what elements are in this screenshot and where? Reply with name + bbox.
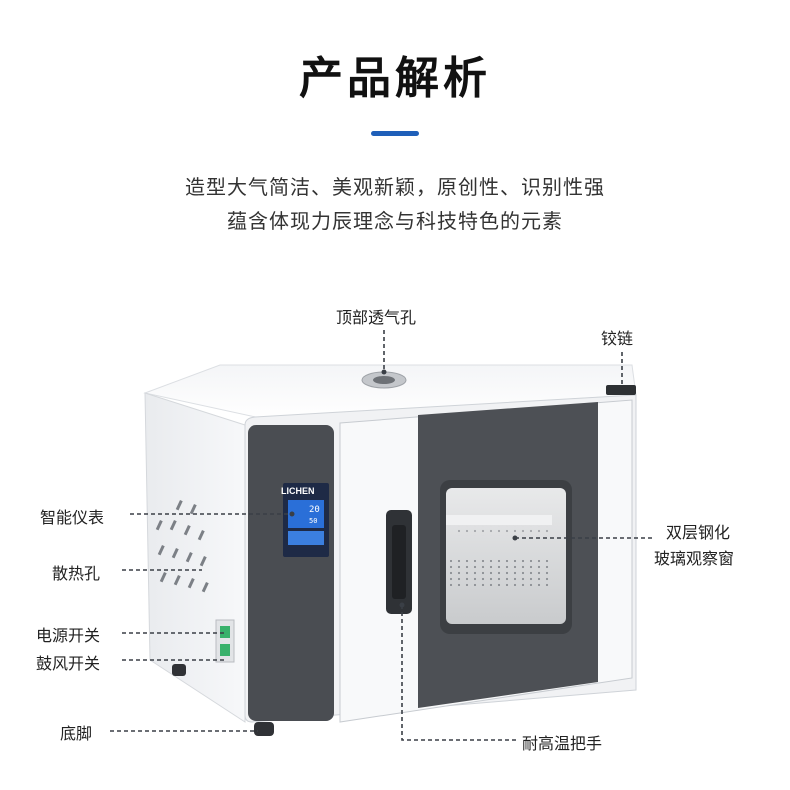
side-vent-slots xyxy=(155,499,209,593)
label-power-switch: 电源开关 xyxy=(36,626,101,645)
meter-reading-bottom: 50 xyxy=(309,517,317,525)
page-title: 产品解析 xyxy=(299,53,491,104)
label-top-vent: 顶部透气孔 xyxy=(336,308,417,327)
window-glass xyxy=(446,488,566,624)
label-window-line-1: 双层钢化 xyxy=(666,523,731,542)
oven-side-panel xyxy=(144,392,246,723)
meter-reading-top: 20 xyxy=(309,505,320,515)
meter-buttons xyxy=(288,531,324,545)
blower-switch-button xyxy=(220,644,230,656)
label-hinge: 铰链 xyxy=(601,329,634,348)
subtitle-line-2: 蕴含体现力辰理念与科技特色的元素 xyxy=(227,209,563,233)
label-feet: 底脚 xyxy=(60,724,93,743)
label-smart-meter: 智能仪表 xyxy=(40,508,105,527)
label-window-line-2: 玻璃观察窗 xyxy=(654,549,735,568)
label-handle: 耐高温把手 xyxy=(522,734,603,753)
subtitle-line-1: 造型大气简洁、美观新颖，原创性、识别性强 xyxy=(185,175,605,199)
callout-handle-line xyxy=(401,605,518,741)
label-heat-vents: 散热孔 xyxy=(52,564,101,583)
door-handle-grip xyxy=(392,525,406,599)
shelf-upper xyxy=(446,515,552,525)
hinge xyxy=(606,385,636,395)
power-switch-button xyxy=(220,626,230,638)
title-accent-bar xyxy=(371,131,419,136)
label-blower-switch: 鼓风开关 xyxy=(36,654,101,673)
shelf-lower xyxy=(448,560,552,586)
brand-logo: LICHEN xyxy=(281,486,315,496)
oven-top-surface xyxy=(143,364,637,419)
foot-front-left xyxy=(254,722,274,736)
foot-side xyxy=(172,664,186,676)
shelf-upper-holes xyxy=(452,526,550,536)
control-panel xyxy=(248,425,334,721)
